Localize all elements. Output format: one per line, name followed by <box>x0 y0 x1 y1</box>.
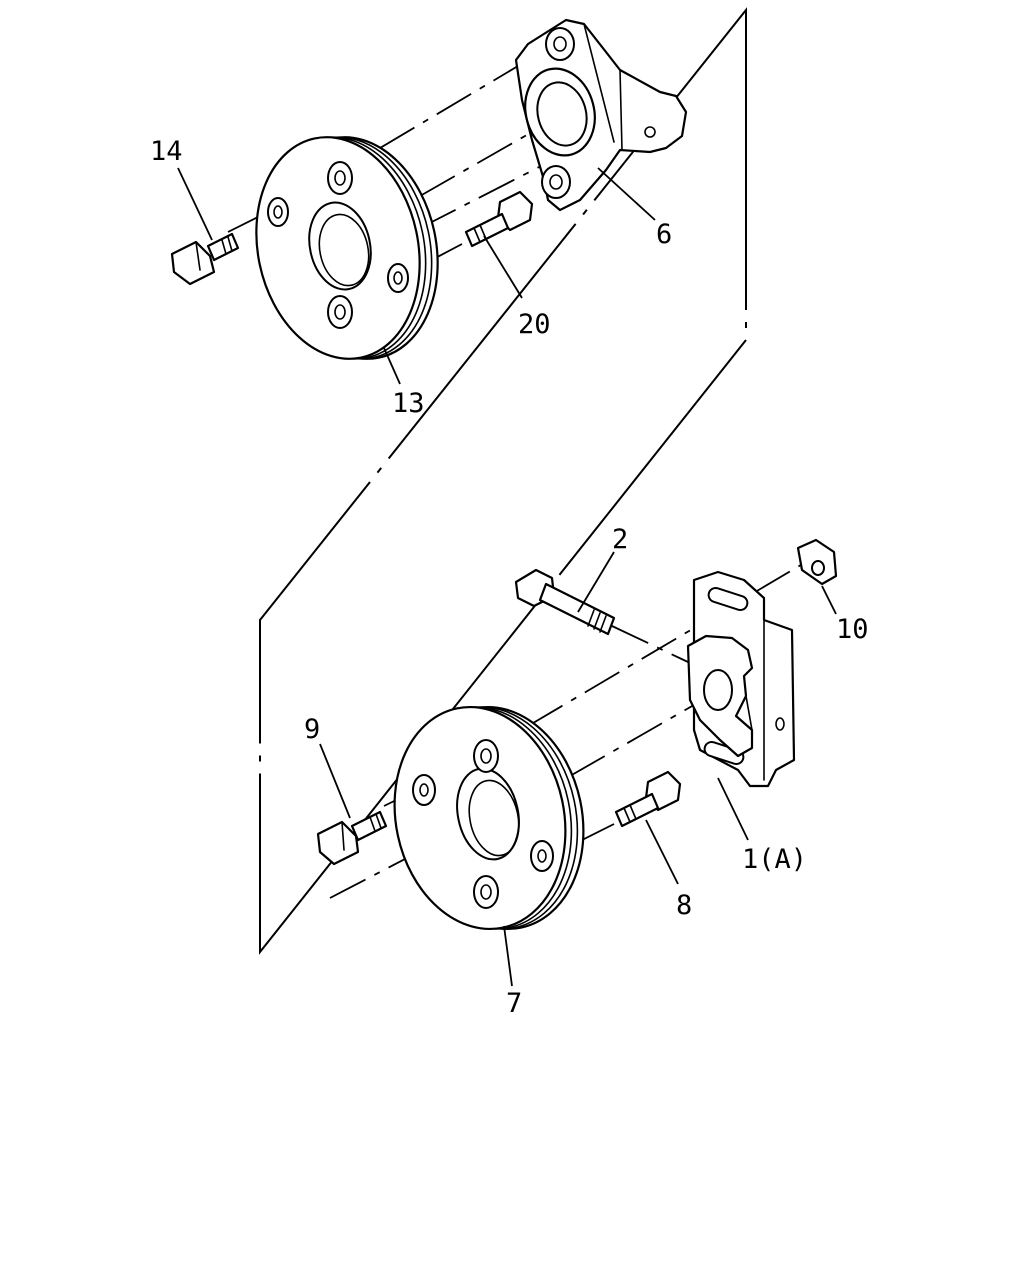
flange-yoke-6 <box>514 18 688 212</box>
callout-8: 8 <box>676 890 692 921</box>
callout-10: 10 <box>836 614 869 645</box>
assembly-frame <box>259 7 747 955</box>
callout-1a: 1(A) <box>742 844 807 875</box>
callout-7: 7 <box>506 988 522 1019</box>
lower-assembly <box>316 538 838 931</box>
bolt-2 <box>514 568 616 636</box>
callout-leaders <box>177 167 837 987</box>
callout-20: 20 <box>518 309 551 340</box>
bolt-line-upper-lower <box>419 163 546 229</box>
callout-14: 14 <box>150 136 183 167</box>
bolt-line-2 <box>611 625 689 663</box>
callout-13: 13 <box>392 388 425 419</box>
bolt-line-10 <box>527 561 807 727</box>
upper-assembly <box>170 18 688 360</box>
callout-9: 9 <box>304 714 320 745</box>
bolt-14 <box>170 232 240 286</box>
nut-10 <box>796 538 838 586</box>
bolt-9 <box>316 810 388 866</box>
bolt-20 <box>464 190 534 248</box>
bolt-8 <box>614 770 682 828</box>
bracket-1a <box>686 570 796 788</box>
coupling-disk-13 <box>255 136 439 360</box>
callout-2: 2 <box>612 524 628 555</box>
coupling-disk-7 <box>393 705 585 931</box>
callout-6: 6 <box>656 219 672 250</box>
